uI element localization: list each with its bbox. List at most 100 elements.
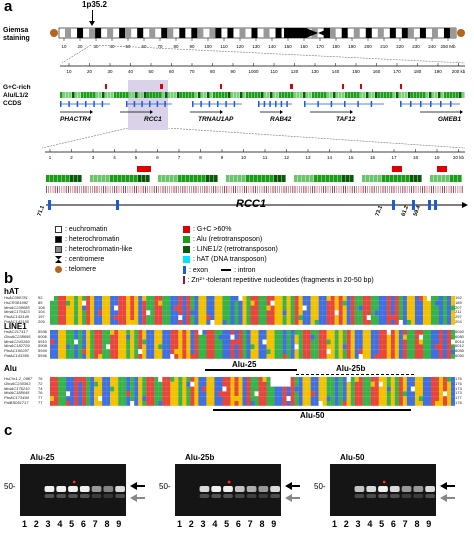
chrom-tick-label: 70 — [157, 44, 163, 49]
telomere-right-icon — [457, 29, 465, 37]
legend-alu: : Alu (retrotransposon) — [183, 236, 262, 243]
zn-icon — [183, 276, 185, 284]
gel-lane-number: 1 — [22, 519, 28, 529]
seq-name: HsChr1-2_0987 — [4, 376, 33, 381]
scale-tick-label: 20 kb — [453, 155, 465, 160]
gel-image — [20, 464, 126, 516]
seq-end: 6040 — [455, 329, 464, 334]
legend-line: : LINE1/2 (retrotransposon) — [183, 246, 278, 253]
scale-tick-label: 10 — [66, 69, 72, 74]
chrom-tick-label: 60 — [141, 44, 147, 49]
seq-name: GhoAC238695 — [4, 333, 31, 339]
chrom-tick-label: 160 — [300, 44, 308, 49]
seq-end: 178 — [455, 400, 462, 405]
scale-tick-label: 150 — [352, 69, 360, 74]
scale-tick-label: 19 — [434, 155, 440, 160]
scale-tick-label: 11 — [263, 155, 268, 160]
gel-title: Alu-25 — [30, 453, 55, 462]
legend-swatch — [183, 256, 190, 263]
track-label-ccds: CCDS — [3, 100, 22, 107]
scale-tick-label: 3 — [92, 155, 95, 160]
chrom-tick-label: 130 — [252, 44, 260, 49]
legend-swatch — [55, 246, 62, 253]
chrom-tick-label: 40 — [109, 44, 115, 49]
scale-tick-label: 20 — [87, 69, 93, 74]
intron-icon — [221, 269, 232, 271]
panel-c-letter: c — [4, 422, 13, 439]
scale-tick-label: 15 — [348, 155, 354, 160]
alu25b-label: Alu-25b — [336, 364, 366, 373]
gel-lane-number: 8 — [259, 519, 265, 529]
chrom-tick-label: 50 — [125, 44, 131, 49]
seq-end: 6014 — [455, 338, 464, 344]
seq-start: 104 — [38, 309, 45, 315]
seq-end: 6050 — [455, 353, 464, 358]
scale-tick-label: 5 — [135, 155, 138, 160]
gel-marker-label: 50- — [159, 482, 171, 491]
alignment-block — [50, 377, 455, 406]
legend-telomere: : telomere — [55, 266, 96, 273]
gel-lane-number: 3 — [45, 519, 51, 529]
band-arrow-gray-tail — [292, 497, 300, 499]
scale-tick-label: 7 — [178, 155, 181, 160]
seq-end: 173 — [455, 390, 462, 396]
seq-name: HsCR381992 — [4, 299, 29, 305]
chrom-tick-label: 190 — [348, 44, 356, 49]
band-arrow-gray-icon — [130, 494, 137, 502]
seq-start: 76 — [38, 376, 43, 381]
legend-swatch — [55, 226, 62, 233]
seq-start: 72 — [38, 380, 43, 386]
seq-start: 77 — [38, 400, 43, 405]
seq-name: MolAC188645 — [4, 390, 30, 396]
gel-lane-number: 7 — [402, 519, 408, 529]
zoom-lines-2 — [41, 128, 466, 149]
legend-euchromatin: : euchromatin — [55, 226, 107, 233]
scale-tick-label: 30 — [107, 69, 113, 74]
seq-start: 92 — [38, 295, 43, 300]
scale-tick-label: 16 — [370, 155, 376, 160]
gene-phactr4: PHACTR4 — [60, 116, 91, 123]
locus-label: 1p35.2 — [82, 0, 107, 9]
chrom-tick-label: 150 — [284, 44, 292, 49]
panel-b-letter: b — [4, 270, 14, 287]
gel-lane-number: 7 — [92, 519, 98, 529]
telomere-left-icon — [50, 29, 58, 37]
scale-tick-label: 80 — [210, 69, 216, 74]
scale-tick-label: 9 — [221, 155, 224, 160]
rcc1-detail-tracks — [46, 166, 468, 210]
scale-tick-label: 120 — [291, 69, 299, 74]
gel-lane-number: 2 — [33, 519, 39, 529]
locus-arrowhead — [89, 21, 95, 26]
rcc1-main-label: RCC1 — [236, 198, 266, 210]
seq-start: 74 — [38, 385, 43, 391]
scale-tick-label: 140 — [332, 69, 340, 74]
seq-end: 297 — [455, 314, 462, 320]
scale-tick-label: 13 — [305, 155, 311, 160]
centromere-icon — [55, 256, 62, 263]
chrom-tick-label: 100 — [204, 44, 212, 49]
chrom-tick-label: 90 — [189, 44, 195, 49]
gel-lane-number: 9 — [426, 519, 432, 529]
gene-labels: PHACTR4 RCC1 TRNAU1AP RAB42 TAF12 GMEB1 — [60, 116, 468, 128]
scale-tick-label: 50 — [148, 69, 154, 74]
chrom-tick-label: 140 — [268, 44, 276, 49]
track-label-gc: G+C-rich — [3, 84, 31, 91]
legend-hat: : hAT (DNA transposon) — [183, 256, 267, 263]
scale-tick-label: 18 — [413, 155, 419, 160]
locus-arrow — [92, 10, 93, 24]
scale-tick-label: 14 — [327, 155, 333, 160]
legend-swatch — [183, 226, 190, 233]
legend-heterochromatin-like: : heterochromatin-like — [55, 246, 132, 253]
seq-end: 211 — [455, 309, 462, 315]
chrom-tick-label: 210 — [380, 44, 388, 49]
seq-start: 108 — [38, 304, 45, 310]
seq-name: PtoAC143149 — [4, 314, 29, 320]
alu50-label: Alu-50 — [300, 411, 325, 420]
band-arrow-tail — [292, 485, 300, 487]
seq-name: MmAC239085 — [4, 304, 30, 310]
gel-lane-number: 9 — [116, 519, 122, 529]
block-title-alu: Alu — [4, 364, 17, 373]
alu50-bracket — [213, 409, 411, 411]
